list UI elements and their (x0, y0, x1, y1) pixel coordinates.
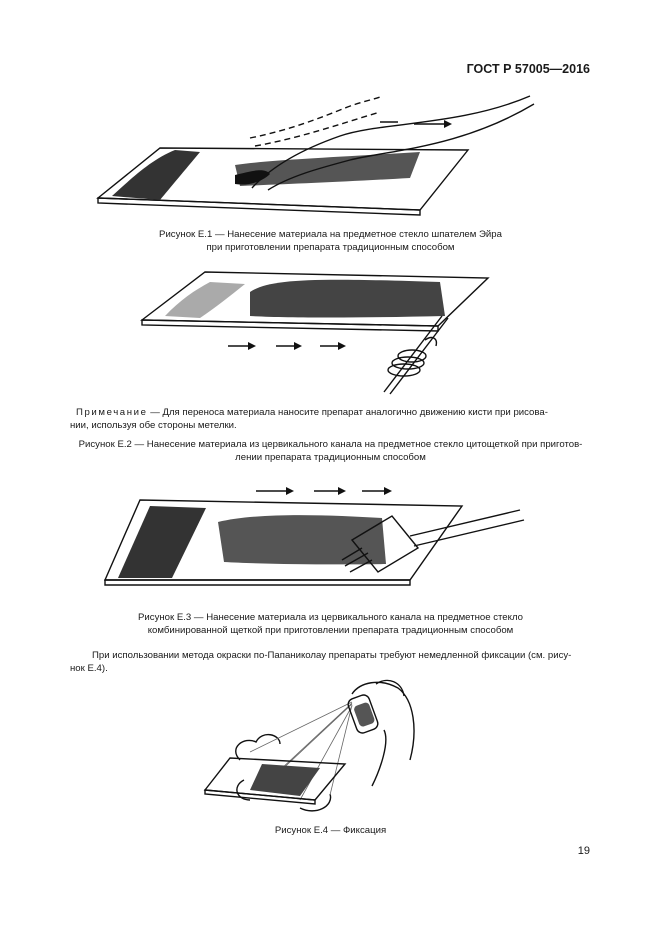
figure-e1-caption-line2: при приготовлении препарата традиционным… (206, 241, 455, 253)
cytobrush-e2 (383, 315, 449, 395)
slide-e4 (203, 757, 347, 805)
note-text-line2: нии, используя обе стороны метелки. (70, 419, 237, 431)
note-line1: Примечание — Для переноса материала нано… (70, 407, 591, 420)
figure-e2-caption: Рисунок Е.2 — Нанесение материала из цер… (40, 439, 621, 464)
paragraph-line1: При использовании метода окраски по-Папа… (92, 650, 572, 661)
figure-e2-caption-line1: Рисунок Е.2 — Нанесение материала из цер… (78, 439, 583, 450)
figure-e3-caption-line1: Рисунок Е.3 — Нанесение материала из цер… (138, 612, 523, 623)
spatula-e1 (249, 95, 535, 191)
fixation-paragraph: При использовании метода окраски по-Папа… (70, 650, 591, 675)
figure-e1-caption: Рисунок Е.1 — Нанесение материала на пре… (60, 229, 601, 254)
slide-e3 (103, 499, 464, 586)
figure-e1-caption-line1: Рисунок Е.1 — Нанесение материала на пре… (159, 229, 502, 240)
note-text-line1: — Для переноса материала наносите препар… (147, 407, 548, 418)
spray-can-hand-e4 (347, 679, 415, 787)
note-label: Примечание (76, 407, 148, 418)
paragraph-line2: нок Е.4). (70, 662, 108, 674)
spray-cloud-e4 (235, 701, 353, 812)
figure-e2-caption-line2: лении препарата традиционным способом (235, 451, 426, 463)
note-block: Примечание — Для переноса материала нано… (70, 407, 591, 432)
figure-e4-caption-line1: Рисунок Е.4 — Фиксация (274, 825, 387, 836)
figure-e3-caption: Рисунок Е.3 — Нанесение материала из цер… (60, 612, 601, 637)
combined-brush-e3 (341, 509, 525, 573)
page-number: 19 (577, 845, 590, 857)
slide-e2 (139, 271, 490, 332)
standard-header: ГОСТ Р 57005—2016 (466, 62, 590, 76)
slide-e1 (96, 147, 470, 216)
direction-arrows-e2 (228, 342, 346, 350)
figure-e4-caption: Рисунок Е.4 — Фиксация (160, 825, 501, 838)
direction-arrows-e3 (256, 487, 392, 495)
figure-e3-caption-line2: комбинированной щеткой при приготовлении… (147, 624, 514, 636)
